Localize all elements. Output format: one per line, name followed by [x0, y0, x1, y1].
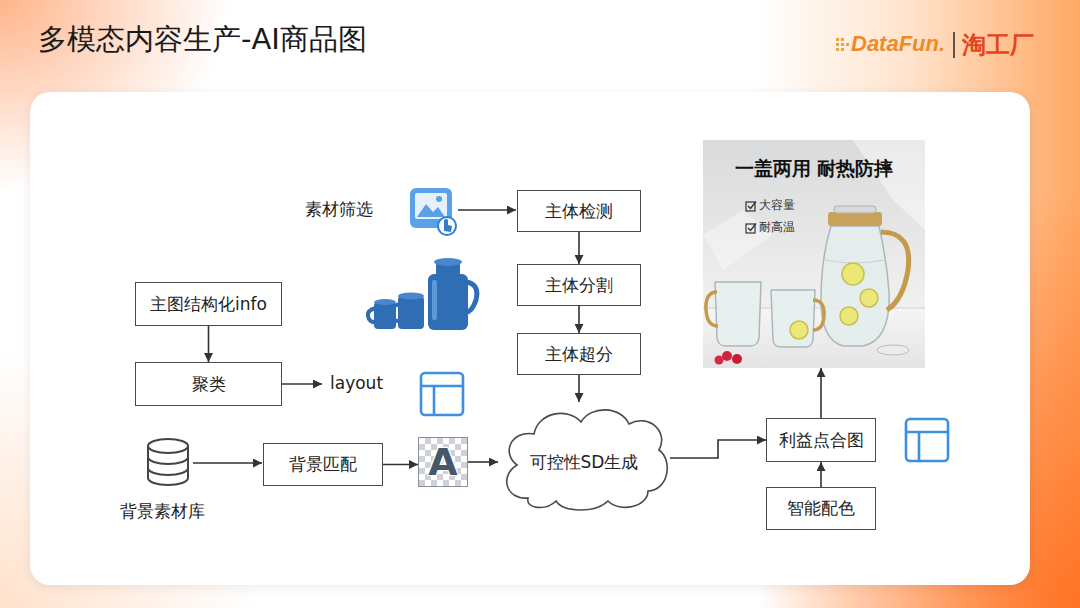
- product-image: 一盖两用 耐热防摔大容量耐高温: [703, 140, 925, 368]
- step-label: 素材筛选: [305, 198, 373, 221]
- image-icon: [410, 188, 456, 235]
- process-box: 主体分割: [517, 264, 641, 306]
- output-label: layout: [330, 373, 383, 393]
- flow-arrow: [193, 462, 262, 464]
- process-box: 主体检测: [517, 190, 641, 232]
- node-text: 智能配色: [787, 497, 855, 520]
- database-icon: [148, 439, 188, 485]
- node-text: 可控性SD生成: [530, 451, 639, 474]
- background-tile: A: [418, 437, 468, 487]
- feature-text: 大容量: [759, 197, 795, 214]
- logo-dots: [836, 38, 849, 51]
- node-text: 主体检测: [545, 200, 613, 223]
- flow-connector: [383, 464, 418, 466]
- jug-cups-illustration: [368, 258, 477, 330]
- flow-connector: [578, 232, 580, 264]
- logo-text: DataFun.: [851, 31, 945, 57]
- node-text: 聚类: [192, 373, 226, 396]
- process-box: 背景匹配: [263, 443, 383, 486]
- logo-divider: [953, 32, 955, 58]
- checkbox-icon: [745, 222, 757, 234]
- generation-cloud: 可控性SD生成: [498, 402, 670, 514]
- process-box: 主体超分: [517, 333, 641, 375]
- node-text: A: [428, 443, 457, 481]
- checkbox-icon: [745, 200, 757, 212]
- process-box: 主图结构化info: [135, 282, 282, 326]
- node-text: 背景匹配: [289, 453, 357, 476]
- feature-text: 耐高温: [759, 219, 795, 236]
- process-box: 智能配色: [766, 487, 876, 530]
- node-text: 主体超分: [545, 343, 613, 366]
- process-box: 聚类: [135, 362, 282, 406]
- flow-arrow: [458, 209, 516, 211]
- layout-icon: [421, 373, 463, 415]
- flow-connector: [208, 326, 210, 362]
- feature-row: 耐高温: [745, 219, 795, 236]
- source-label: 背景素材库: [120, 500, 205, 523]
- flow-connector: [670, 440, 766, 458]
- flow-connector: [820, 462, 822, 487]
- process-box: 利益点合图: [766, 418, 876, 462]
- feature-row: 大容量: [745, 197, 795, 214]
- flow-connector: [820, 368, 822, 418]
- selling-point-headline: 一盖两用 耐热防摔: [703, 156, 925, 182]
- layout-icon: [906, 419, 948, 461]
- flow-arrow: [282, 383, 322, 385]
- node-text: 主图结构化info: [150, 293, 267, 316]
- node-text: 利益点合图: [779, 429, 864, 452]
- flow-connector: [578, 375, 580, 402]
- flow-connector: [578, 306, 580, 333]
- flow-connector: [468, 461, 498, 463]
- node-text: 主体分割: [545, 274, 613, 297]
- logo-text: 淘工厂: [962, 29, 1034, 61]
- slide-title: 多模态内容生产-AI商品图: [38, 20, 367, 60]
